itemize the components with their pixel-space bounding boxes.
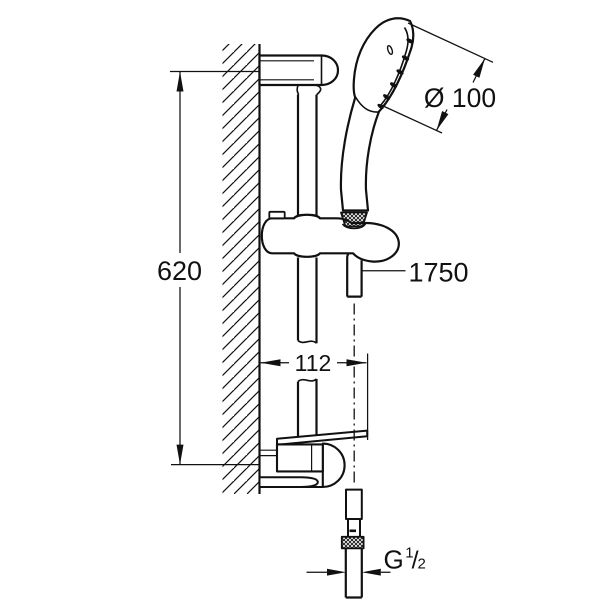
hose-connector-body xyxy=(345,488,363,521)
neck-crease-line xyxy=(354,96,379,113)
drawing-root: 620 112 1750 Ø 100 xyxy=(157,17,496,599)
spray-nozzles xyxy=(377,38,414,110)
dim-620-arrow-down-icon xyxy=(176,444,184,465)
dim-620-extension-lines xyxy=(170,70,259,466)
handshower xyxy=(339,17,415,212)
dim-diameter-arrow-down-icon xyxy=(436,111,449,131)
thread-numerator: 1 xyxy=(405,545,413,562)
hose-upper-segment xyxy=(346,252,363,298)
rail-break-lines xyxy=(297,339,318,383)
dim-diameter-label: Ø 100 xyxy=(424,83,496,113)
rail-top-collar xyxy=(296,84,322,96)
bracket-top-body xyxy=(258,54,340,87)
knurled-union-nut xyxy=(340,535,365,550)
dim-620-arrow-up-icon xyxy=(176,71,184,92)
hose-tail xyxy=(344,548,363,599)
slide-rail xyxy=(296,84,322,437)
slider-lock-button xyxy=(268,210,286,220)
dim-112-arrow-left-icon xyxy=(260,359,281,367)
knurled-cone-nut xyxy=(340,211,368,228)
dim-620-label: 620 xyxy=(157,256,202,286)
handshower-outline xyxy=(339,17,415,212)
wall-bracket-bottom xyxy=(258,429,369,489)
bracket-bottom-cap xyxy=(321,442,346,489)
dim-112-arrow-right-icon xyxy=(346,359,367,367)
dimension-rail-height: 620 xyxy=(157,70,259,466)
dim-diameter-ext-lower xyxy=(380,104,443,134)
dim-diameter-arrow-up-icon xyxy=(473,58,485,78)
rail-tube-upper xyxy=(296,94,318,216)
wall-bracket-top xyxy=(258,54,340,87)
slider-body xyxy=(260,213,400,263)
dim-diameter-ext-upper xyxy=(407,22,494,63)
dimension-hose-length: 1750 xyxy=(362,258,469,288)
dim-1750-label: 1750 xyxy=(409,258,469,288)
thread-slash: / xyxy=(412,547,419,575)
slider-holder xyxy=(260,210,400,263)
bracket-bottom-body xyxy=(275,443,324,473)
rail-tube-lower xyxy=(296,379,318,437)
dim-112-label: 112 xyxy=(295,350,332,376)
dim-thread-arrow-right-icon xyxy=(327,568,346,576)
dim-thread-arrow-left-icon xyxy=(361,568,381,576)
dimension-wall-distance: 112 xyxy=(260,350,369,440)
wall-hatching xyxy=(222,44,259,494)
bracket-bottom-bar xyxy=(258,476,319,488)
holder-cup-rim xyxy=(341,223,367,230)
bracket-top-detail-lines xyxy=(259,60,314,81)
top-nozzle-detail xyxy=(386,45,394,55)
bracket-bottom-mount-tab xyxy=(259,449,277,457)
spray-face-line xyxy=(379,27,409,107)
thread-letter: G xyxy=(384,545,404,575)
hose-connector-neck xyxy=(347,519,361,537)
thread-denominator: 2 xyxy=(418,556,426,573)
rail-tube-middle xyxy=(296,257,318,344)
connector-slot xyxy=(349,529,356,533)
dimension-head-diameter: Ø 100 xyxy=(380,22,496,134)
shower-hose xyxy=(340,252,365,599)
wall-section xyxy=(222,44,261,494)
